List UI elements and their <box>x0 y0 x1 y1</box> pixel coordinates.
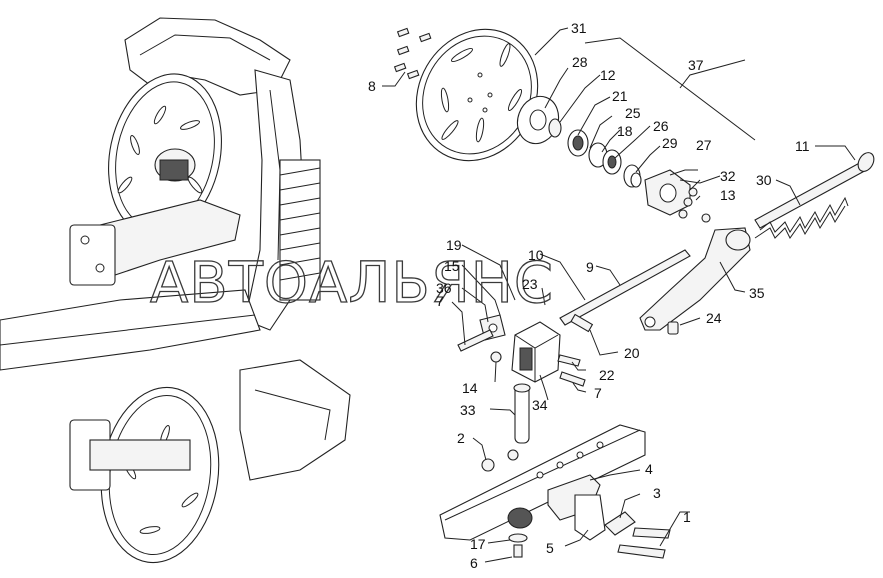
callout-14: 14 <box>462 380 478 396</box>
callout-28: 28 <box>572 54 588 70</box>
callout-24: 24 <box>706 310 722 326</box>
callout-21: 21 <box>612 88 628 104</box>
leader-lines <box>382 27 856 563</box>
callout-13: 13 <box>720 187 736 203</box>
callout-36: 36 <box>436 280 452 296</box>
spring-30 <box>754 196 849 239</box>
callout-25: 25 <box>625 105 641 121</box>
callout-labels: 1 2 3 4 5 6 7 7 8 9 10 11 12 13 14 15 17… <box>368 20 810 571</box>
callout-1: 1 <box>683 509 691 525</box>
callout-35: 35 <box>749 285 765 301</box>
callout-2: 2 <box>457 430 465 446</box>
callout-8: 8 <box>368 78 376 94</box>
exploded-view <box>393 27 875 559</box>
callout-4: 4 <box>645 461 653 477</box>
callout-37: 37 <box>688 57 704 73</box>
callout-32: 32 <box>720 168 736 184</box>
callout-30: 30 <box>756 172 772 188</box>
callout-7-left: 7 <box>436 293 444 309</box>
callout-7-right: 7 <box>594 385 602 401</box>
callout-17: 17 <box>470 536 486 552</box>
assembled-view <box>0 17 351 564</box>
callout-34: 34 <box>532 397 548 413</box>
bolts-8 <box>393 27 432 80</box>
left-spring <box>279 159 321 301</box>
callout-3: 3 <box>653 485 661 501</box>
watermark: АВТОАЛЬЯНС <box>150 251 554 316</box>
callout-27: 27 <box>696 137 712 153</box>
callout-26: 26 <box>653 118 669 134</box>
callout-11: 11 <box>795 138 810 154</box>
callout-23: 23 <box>522 276 538 292</box>
callout-31: 31 <box>571 20 587 36</box>
callout-12: 12 <box>600 67 616 83</box>
callout-19: 19 <box>446 237 462 253</box>
callout-20: 20 <box>624 345 640 361</box>
lower-disc <box>100 386 220 564</box>
callout-18: 18 <box>617 123 633 139</box>
callout-33: 33 <box>460 402 476 418</box>
callout-29: 29 <box>662 135 678 151</box>
callout-5: 5 <box>546 540 554 556</box>
disc-31 <box>415 28 539 162</box>
callout-6: 6 <box>470 555 478 571</box>
callout-10: 10 <box>528 247 544 263</box>
callout-22: 22 <box>599 367 615 383</box>
callout-9: 9 <box>586 259 594 275</box>
callout-15: 15 <box>444 258 460 274</box>
